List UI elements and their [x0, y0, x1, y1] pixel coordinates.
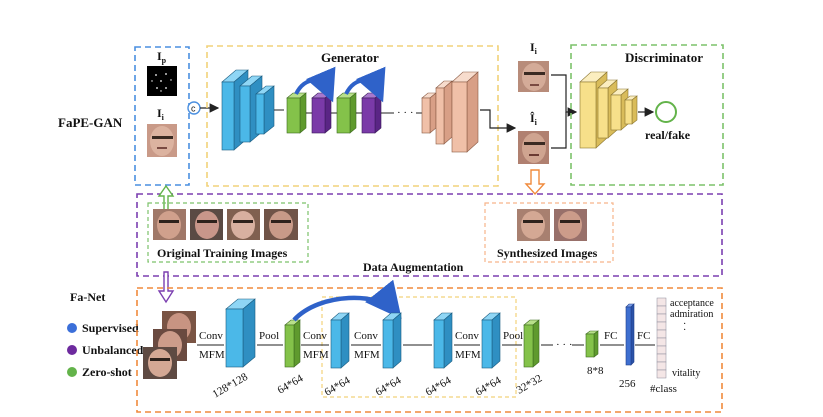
class-dot-1: ·: [683, 319, 686, 330]
generator-encoder: [221, 69, 275, 151]
fc-layer-256: [625, 303, 635, 366]
fa-net-input-faces: [143, 311, 196, 379]
legend-dot-zeroshot: [67, 367, 77, 377]
class-label-acceptance: acceptance: [670, 298, 714, 309]
generator-title: Generator: [321, 50, 379, 65]
synthesized-images-label: Synthesized Images: [497, 246, 598, 260]
class-dot-2: ·: [683, 325, 686, 336]
class-output-column: [656, 297, 667, 379]
size-label-7: 32*32: [515, 372, 545, 396]
output-node: [655, 101, 677, 123]
real-face-image: [518, 61, 549, 92]
pose-points: [151, 73, 172, 92]
ii-label: Ii: [157, 106, 165, 122]
fape-gan-title: FaPE-GAN: [58, 115, 123, 130]
original-training-images: [153, 209, 298, 240]
class-label-vitality: vitality: [672, 368, 700, 379]
mfm-label-2: MFM: [303, 349, 329, 361]
legend-dot-unbalanced: [67, 345, 77, 355]
conv-label-4: Conv: [455, 330, 479, 342]
size-label-2: 64*64: [276, 372, 306, 396]
generator-res-blocks: [286, 92, 382, 134]
fanet-block-8: [585, 330, 599, 358]
mfm-label-1: MFM: [199, 349, 225, 361]
fc-label-1: FC: [604, 330, 617, 342]
legend-unbalanced: Unbalanced: [82, 343, 144, 357]
generator-decoder: [421, 71, 479, 153]
synthesized-images: [517, 209, 587, 241]
fake-face-image: [518, 131, 549, 164]
input-box: [134, 46, 190, 186]
discriminator-box: [570, 44, 724, 186]
pool-label-2: Pool: [503, 330, 523, 342]
mfm-label-3: MFM: [354, 349, 380, 361]
discriminator-blocks: [579, 71, 638, 149]
real-to-disc-arrow: [551, 74, 578, 117]
size-label-9: 256: [619, 378, 636, 390]
skip-arrow-1: [294, 66, 336, 103]
synthesized-images-box: [484, 202, 614, 263]
concat-label: c: [191, 104, 196, 114]
pool-label-1: Pool: [259, 330, 279, 342]
fanet-block-green: [284, 319, 301, 368]
fanet-skip-arrow: [292, 279, 402, 322]
size-label-class: #class: [650, 383, 677, 395]
fanet-block-128: [225, 298, 256, 368]
fc-label-2: FC: [637, 330, 650, 342]
conv-label-3: Conv: [354, 330, 378, 342]
legend-dot-supervised: [67, 323, 77, 333]
fanet-block-32: [523, 319, 540, 368]
generator-box: [206, 45, 499, 187]
mfm-label-4: MFM: [455, 349, 481, 361]
conv-label-1: Conv: [199, 330, 223, 342]
input-face-image: [147, 124, 177, 157]
fanet-ellipsis: · · ·: [556, 339, 573, 351]
ip-label: Ip: [157, 49, 167, 65]
original-images-box: [147, 202, 309, 263]
class-label-admiration: admiration: [670, 309, 713, 320]
gen-output-arrow: [480, 109, 517, 133]
output-label: real/fake: [645, 128, 691, 142]
fanet-block-a: [330, 312, 350, 369]
original-images-label: Original Training Images: [157, 246, 288, 260]
legend-supervised: Supervised: [82, 321, 139, 335]
generator-ellipsis: · · ·: [397, 107, 414, 119]
legend-zeroshot: Zero-shot: [82, 365, 132, 379]
fake-image-label: Îi: [530, 111, 538, 127]
fanet-block-c: [433, 312, 453, 369]
conv-label-2: Conv: [303, 330, 327, 342]
fanet-block-d: [481, 312, 501, 369]
fanet-block-b: [382, 312, 402, 369]
size-label-1: 128*128: [211, 371, 251, 401]
augment-down-arrow: [157, 271, 175, 304]
discriminator-title: Discriminator: [625, 50, 703, 65]
fake-to-disc-line: [551, 112, 567, 149]
legend: Supervised Unbalanced Zero-shot: [67, 321, 144, 379]
skip-arrow-2: [344, 66, 386, 103]
augmentation-title: Data Augmentation: [363, 260, 464, 274]
size-label-8: 8*8: [587, 365, 604, 377]
size-label-3: 64*64: [323, 374, 353, 398]
synth-down-arrow: [524, 169, 546, 196]
size-label-5: 64*64: [424, 374, 454, 398]
real-image-label: Ii: [530, 40, 538, 56]
fa-net-title: Fa-Net: [70, 290, 105, 304]
augmentation-box: [136, 193, 723, 277]
fa-net-box: [136, 287, 723, 413]
feedback-up-arrow: [157, 184, 175, 211]
size-label-4: 64*64: [374, 374, 404, 398]
size-label-6: 64*64: [474, 374, 504, 398]
